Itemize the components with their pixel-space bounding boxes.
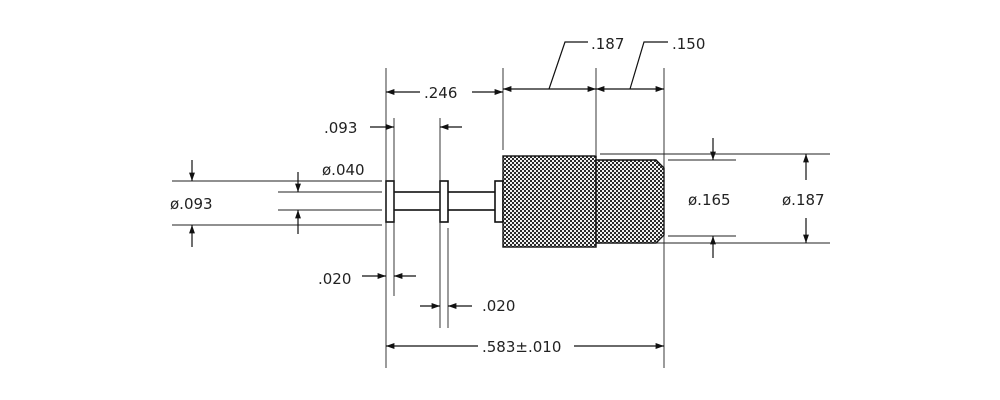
extension-lines xyxy=(172,68,830,368)
dimension-labels: .187 .150 .246 .093 ø.040 ø.093 .020 .02… xyxy=(170,35,825,356)
dim-020-first: .020 xyxy=(318,270,351,288)
knurled-body-large xyxy=(502,155,597,248)
dim-dia-040: ø.040 xyxy=(322,161,365,179)
dimension-lines xyxy=(189,41,809,349)
flange-3 xyxy=(494,180,504,223)
dim-583-overall: .583±.010 xyxy=(482,338,561,356)
knurled-body-small xyxy=(595,159,665,244)
dim-246: .246 xyxy=(424,84,457,102)
dim-187-top: .187 xyxy=(591,35,624,53)
dim-020-second: .020 xyxy=(482,297,515,315)
dim-dia-093: ø.093 xyxy=(170,195,213,213)
dim-093-spacing: .093 xyxy=(324,119,357,137)
flange-2 xyxy=(439,180,449,223)
dim-dia-187: ø.187 xyxy=(782,191,825,209)
flange-1 xyxy=(385,180,395,223)
part-outline xyxy=(385,155,665,248)
dim-150-top: .150 xyxy=(672,35,705,53)
dim-dia-165: ø.165 xyxy=(688,191,731,209)
